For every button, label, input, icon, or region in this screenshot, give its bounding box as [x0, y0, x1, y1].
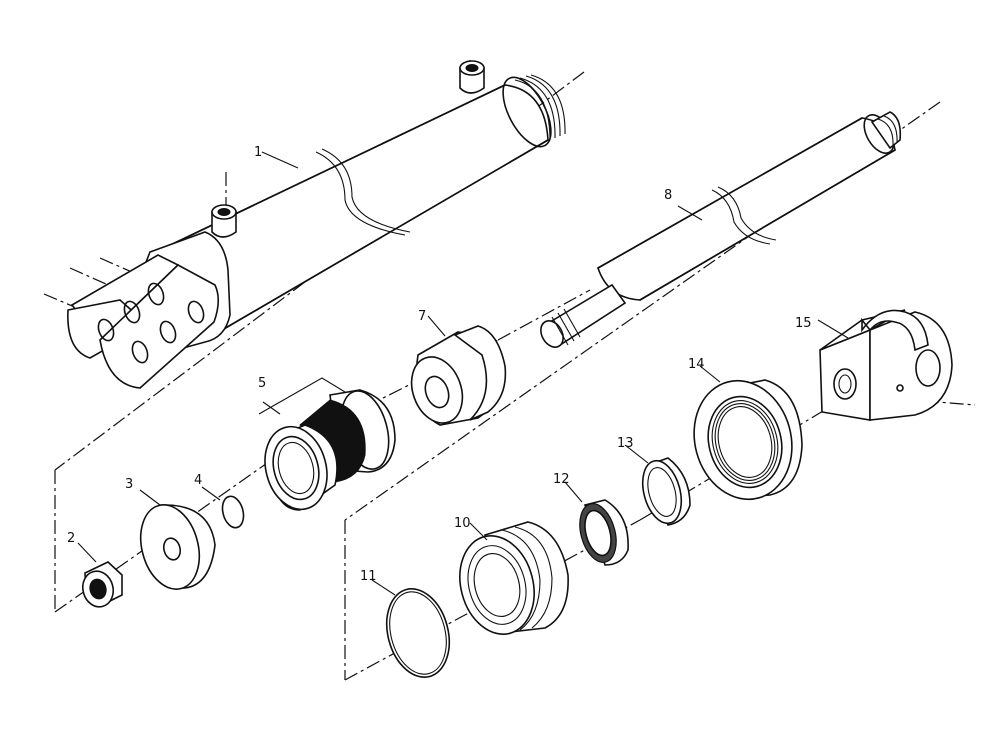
- part-14-end-cap: [693, 365, 803, 501]
- callout-8: 8: [664, 188, 672, 203]
- part-5-piston: [258, 377, 396, 511]
- callout-10: 10: [454, 516, 471, 531]
- callout-1: 1: [254, 145, 262, 160]
- part-1-cylinder-barrel: [67, 60, 566, 389]
- port-fitting-front: [211, 204, 237, 238]
- part-7-gland: [410, 315, 507, 426]
- callout-labels: 1 2 3 4 5 7 8 10 11 12 13 14 15: [67, 145, 812, 584]
- callout-7: 7: [418, 309, 426, 324]
- clevis-end: [67, 231, 231, 389]
- port-fitting-rear: [459, 60, 485, 94]
- callout-12: 12: [553, 472, 570, 487]
- part-10-bushing: [459, 521, 569, 635]
- part-12-seal-ring: [564, 481, 629, 566]
- part-15-rod-clevis: [817, 309, 953, 421]
- callout-14: 14: [688, 357, 705, 372]
- part-8-piston-rod: [540, 111, 902, 348]
- callout-2: 2: [67, 531, 75, 546]
- callout-5: 5: [258, 376, 266, 391]
- callout-13: 13: [617, 436, 634, 451]
- callout-3: 3: [125, 477, 133, 492]
- callout-4: 4: [194, 473, 202, 488]
- part-4-o-ring: [201, 486, 245, 529]
- callout-11: 11: [360, 569, 377, 584]
- part-13-wiper-ring: [624, 444, 691, 526]
- part-11-o-ring: [371, 579, 451, 678]
- part-3-washer: [139, 489, 216, 590]
- part-2-nut: [77, 542, 123, 608]
- callout-15: 15: [795, 316, 812, 331]
